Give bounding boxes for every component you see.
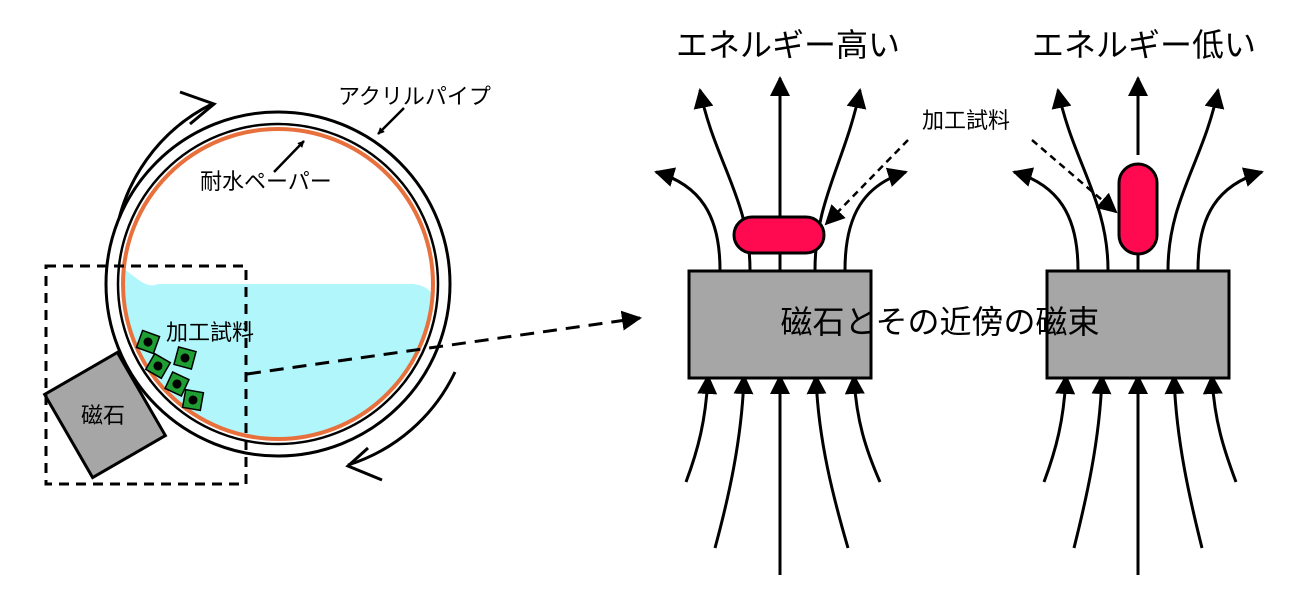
waterproof-paper bbox=[121, 127, 435, 441]
flux-line-bottom bbox=[1164, 374, 1204, 549]
acrylic-pipe-pointer bbox=[377, 107, 405, 135]
high-energy-label: エネルギー高い bbox=[676, 26, 900, 64]
acrylic-pipe-label: アクリルパイプ bbox=[338, 85, 491, 110]
rotation-arrowhead-top bbox=[179, 90, 217, 126]
magnet-low-energy bbox=[1045, 269, 1231, 380]
zoom-region-box bbox=[44, 264, 248, 486]
abrasive-particle bbox=[173, 346, 197, 370]
workpiece-right-label: 加工試料 bbox=[922, 109, 1010, 134]
magnet-left-label: 磁石 bbox=[81, 404, 125, 429]
magnet-flux-label: 磁石とその近傍の磁束 bbox=[780, 303, 1099, 341]
flux-line-top bbox=[1196, 167, 1264, 271]
flux-line-bottom bbox=[1042, 374, 1076, 483]
workpiece-left-label: 加工試料 bbox=[166, 321, 254, 346]
flux-line-top bbox=[1051, 88, 1110, 271]
magnet-left-body bbox=[42, 350, 168, 480]
waterproof-paper-label: 耐水ペーパー bbox=[200, 170, 332, 195]
flux-line-top bbox=[1012, 167, 1080, 271]
flux-line-top bbox=[1166, 88, 1225, 271]
abrasive-particle bbox=[164, 371, 190, 397]
flux-lines-low-energy bbox=[1012, 76, 1264, 575]
workpiece-vertical bbox=[1117, 162, 1159, 256]
rotation-arrowhead-bottom bbox=[345, 446, 383, 482]
abrasive-particle bbox=[181, 388, 205, 412]
workpiece-pointer-high bbox=[824, 139, 909, 226]
flux-line-top bbox=[654, 167, 722, 271]
magnet-left bbox=[42, 350, 168, 480]
abrasive-particle bbox=[144, 352, 172, 380]
flux-line-bottom bbox=[806, 374, 850, 549]
flux-line-bottom bbox=[713, 374, 754, 549]
workpiece-pointer-low bbox=[1031, 139, 1118, 214]
zoom-arrow bbox=[246, 310, 642, 376]
workpiece-horizontal bbox=[732, 215, 826, 255]
flux-line-bottom bbox=[684, 374, 718, 483]
magnet-high-energy bbox=[687, 269, 873, 380]
abrasive-particle bbox=[135, 329, 161, 355]
low-energy-label: エネルギー低い bbox=[1032, 26, 1256, 64]
flux-line-bottom bbox=[844, 374, 882, 483]
rotation-arrow-bottom-right bbox=[347, 371, 457, 467]
abrasive-particles bbox=[135, 329, 205, 412]
flux-lines-high-energy bbox=[654, 76, 908, 575]
flux-line-bottom bbox=[1202, 374, 1238, 483]
flux-line-bottom bbox=[1072, 374, 1112, 549]
flux-line-top bbox=[843, 167, 908, 271]
waterproof-paper-pointer bbox=[273, 140, 305, 173]
